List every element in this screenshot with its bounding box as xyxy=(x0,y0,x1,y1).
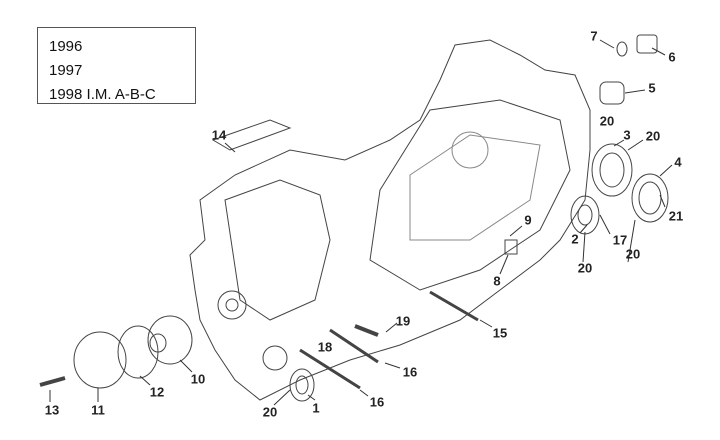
oring-12 xyxy=(117,325,159,379)
callout-2: 2 xyxy=(571,231,579,247)
callout-18: 18 xyxy=(317,339,333,355)
seal-1 xyxy=(289,368,315,402)
callout-9: 9 xyxy=(524,212,532,228)
callout-21: 21 xyxy=(668,208,684,224)
bushing-5 xyxy=(599,81,625,105)
plug-6 xyxy=(636,34,658,54)
year-1997: 1997 xyxy=(49,62,83,79)
crankcase-half xyxy=(189,39,591,401)
callout-16: 16 xyxy=(369,394,385,410)
callout-11: 11 xyxy=(91,402,105,418)
year-1996: 1996 xyxy=(49,38,83,55)
callout-1: 1 xyxy=(312,400,320,416)
callout-13: 13 xyxy=(44,402,60,418)
callout-19: 19 xyxy=(395,313,411,329)
callout-17: 17 xyxy=(612,232,628,248)
callout-20: 20 xyxy=(577,260,593,276)
year-legend-box: 1996 1997 1998 I.M. A-B-C xyxy=(37,27,196,104)
callout-14: 14 xyxy=(211,127,227,143)
callout-20: 20 xyxy=(645,128,661,144)
callout-4: 4 xyxy=(674,154,682,170)
bearing-3 xyxy=(591,143,633,197)
callout-16: 16 xyxy=(402,364,418,380)
callout-5: 5 xyxy=(648,80,656,96)
callout-7: 7 xyxy=(590,28,598,44)
seal-4 xyxy=(631,173,669,223)
callout-3: 3 xyxy=(623,127,631,143)
callout-15: 15 xyxy=(492,325,508,341)
washer-7 xyxy=(616,41,628,57)
callout-8: 8 xyxy=(493,273,501,289)
cover-11 xyxy=(73,331,127,389)
callout-20: 20 xyxy=(599,113,615,129)
year-1998: 1998 I.M. A-B-C xyxy=(49,86,156,103)
plug-8 xyxy=(504,239,518,255)
gasket-14 xyxy=(211,119,292,151)
callout-20: 20 xyxy=(625,246,641,262)
callout-10: 10 xyxy=(190,371,206,387)
callout-20: 20 xyxy=(262,404,278,420)
callout-6: 6 xyxy=(668,49,676,65)
callout-12: 12 xyxy=(149,384,165,400)
filter-10 xyxy=(147,315,193,365)
